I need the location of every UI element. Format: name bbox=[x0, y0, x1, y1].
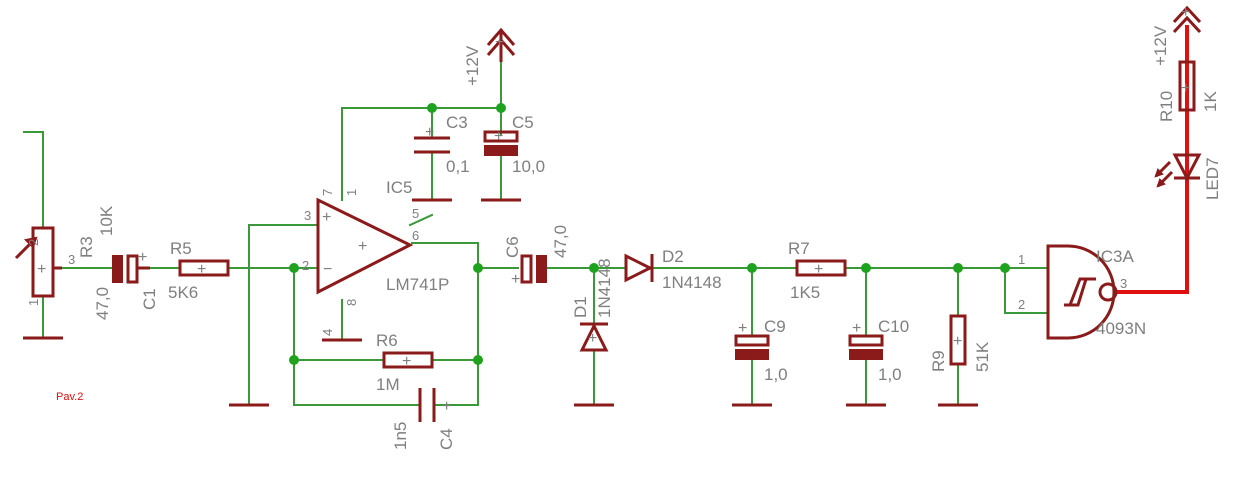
svg-text:5K6: 5K6 bbox=[168, 283, 198, 302]
led-path bbox=[1117, 25, 1189, 294]
svg-text:10,0: 10,0 bbox=[512, 157, 545, 176]
svg-text:3: 3 bbox=[68, 252, 75, 267]
svg-text:LM741P: LM741P bbox=[386, 275, 449, 294]
svg-text:1,0: 1,0 bbox=[878, 365, 902, 384]
svg-text:C1: C1 bbox=[140, 288, 159, 310]
svg-text:+: + bbox=[494, 128, 503, 145]
svg-text:R6: R6 bbox=[376, 331, 398, 350]
svg-text:+: + bbox=[322, 209, 331, 226]
supply-arrow-opamp bbox=[486, 27, 516, 62]
svg-text:C3: C3 bbox=[446, 113, 468, 132]
svg-text:R3: R3 bbox=[77, 236, 96, 258]
svg-text:2: 2 bbox=[26, 239, 41, 246]
svg-text:1N4148: 1N4148 bbox=[662, 273, 722, 292]
capacitor-c5[interactable] bbox=[483, 130, 519, 156]
capacitor-c6[interactable] bbox=[520, 254, 547, 284]
svg-text:+: + bbox=[358, 238, 367, 255]
svg-text:1K: 1K bbox=[1201, 91, 1220, 112]
svg-text:7: 7 bbox=[320, 189, 335, 196]
component-labels: R3 10K 2 1 3 47,0 C1 R5 5K6 3 2 7 1 4 8 … bbox=[26, 25, 1222, 450]
svg-text:4093N: 4093N bbox=[1096, 319, 1146, 338]
svg-text:1N4148: 1N4148 bbox=[595, 258, 614, 318]
svg-text:+: + bbox=[37, 261, 46, 278]
svg-text:R7: R7 bbox=[788, 239, 810, 258]
diode-d1[interactable] bbox=[579, 322, 609, 352]
junctions bbox=[289, 103, 1010, 365]
svg-text:1,0: 1,0 bbox=[764, 365, 788, 384]
svg-text:C5: C5 bbox=[512, 113, 534, 132]
nand-gate-ic3a[interactable] bbox=[1046, 244, 1118, 340]
svg-text:+: + bbox=[1181, 4, 1190, 21]
capacitor-c4[interactable] bbox=[418, 388, 436, 422]
svg-text:47,0: 47,0 bbox=[93, 287, 112, 320]
svg-text:51K: 51K bbox=[973, 341, 992, 372]
resistor-r5[interactable] bbox=[178, 259, 230, 277]
svg-text:C9: C9 bbox=[764, 317, 786, 336]
opamp-ic5[interactable] bbox=[316, 197, 414, 295]
svg-text:+: + bbox=[197, 261, 206, 278]
svg-text:C10: C10 bbox=[878, 317, 909, 336]
svg-text:+: + bbox=[953, 333, 962, 350]
svg-text:+: + bbox=[442, 398, 451, 415]
diode-d2[interactable] bbox=[624, 253, 654, 283]
svg-text:5: 5 bbox=[412, 206, 419, 221]
svg-text:LED7: LED7 bbox=[1203, 157, 1222, 200]
svg-text:1: 1 bbox=[344, 189, 359, 196]
svg-text:+: + bbox=[814, 261, 823, 278]
svg-text:R5: R5 bbox=[170, 239, 192, 258]
sheet-note: Pav.2 bbox=[56, 391, 83, 403]
svg-text:+: + bbox=[495, 34, 504, 51]
capacitor-c3[interactable] bbox=[414, 136, 450, 154]
svg-text:+: + bbox=[138, 249, 147, 266]
svg-text:+: + bbox=[588, 330, 597, 347]
svg-text:R10: R10 bbox=[1157, 91, 1176, 122]
svg-text:1: 1 bbox=[1018, 252, 1025, 267]
svg-text:8: 8 bbox=[344, 299, 359, 306]
svg-text:−: − bbox=[323, 261, 332, 278]
svg-text:+: + bbox=[738, 320, 747, 337]
svg-text:1n5: 1n5 bbox=[391, 422, 410, 450]
supply-arrow-led bbox=[1172, 5, 1202, 34]
svg-text:1M: 1M bbox=[376, 375, 400, 394]
svg-text:2: 2 bbox=[302, 258, 309, 273]
svg-text:0,1: 0,1 bbox=[446, 157, 470, 176]
svg-text:+12V: +12V bbox=[1151, 25, 1170, 66]
potentiometer-r3[interactable] bbox=[14, 226, 62, 298]
svg-text:2: 2 bbox=[1018, 297, 1025, 312]
capacitor-c10[interactable] bbox=[848, 334, 884, 360]
polarity-marks: + + + + − + + + + + + + + + + + + + + bbox=[37, 4, 1190, 415]
resistor-r9[interactable] bbox=[949, 314, 967, 366]
capacitor-c1[interactable] bbox=[112, 254, 150, 284]
svg-text:3: 3 bbox=[304, 208, 311, 223]
capacitor-c9[interactable] bbox=[734, 334, 770, 360]
led-led7[interactable] bbox=[1154, 153, 1202, 188]
svg-text:+: + bbox=[402, 353, 411, 370]
resistor-r7[interactable] bbox=[795, 259, 847, 277]
svg-text:D2: D2 bbox=[662, 247, 684, 266]
svg-text:3: 3 bbox=[1120, 276, 1127, 291]
wires bbox=[23, 59, 1049, 406]
svg-text:IC3A: IC3A bbox=[1096, 247, 1134, 266]
svg-text:R9: R9 bbox=[929, 350, 948, 372]
ground-symbols bbox=[23, 198, 978, 407]
svg-text:10K: 10K bbox=[97, 205, 116, 236]
svg-text:C4: C4 bbox=[437, 428, 456, 450]
svg-text:4: 4 bbox=[320, 329, 335, 336]
svg-text:+: + bbox=[425, 124, 434, 141]
svg-text:+: + bbox=[1181, 80, 1190, 97]
svg-text:IC5: IC5 bbox=[386, 178, 412, 197]
resistor-r6[interactable] bbox=[382, 351, 434, 369]
svg-text:47,0: 47,0 bbox=[551, 225, 570, 258]
svg-text:1K5: 1K5 bbox=[790, 283, 820, 302]
svg-text:D1: D1 bbox=[571, 296, 590, 318]
svg-text:1: 1 bbox=[26, 299, 41, 306]
svg-text:+: + bbox=[511, 271, 520, 288]
svg-text:6: 6 bbox=[412, 228, 419, 243]
svg-text:C6: C6 bbox=[503, 236, 522, 258]
svg-text:+12V: +12V bbox=[463, 45, 482, 86]
resistor-r10[interactable] bbox=[1178, 60, 1196, 112]
svg-text:+: + bbox=[852, 320, 861, 337]
